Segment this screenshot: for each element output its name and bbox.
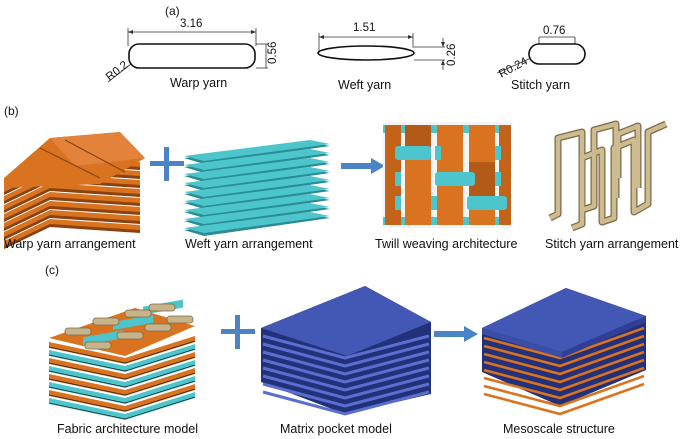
twill-weaving-image (383, 122, 511, 228)
panel-label-b: (b) (4, 104, 19, 118)
warp-width-dim: 3.16 (180, 18, 203, 30)
weft-yarn-label: Weft yarn (338, 78, 392, 92)
weft-width-dim: 1.51 (353, 22, 376, 34)
warp-yarn-label: Warp yarn (170, 76, 228, 90)
caption-matrix-pocket: Matrix pocket model (280, 422, 392, 436)
stitch-yarn-label: Stitch yarn (511, 78, 571, 92)
caption-fabric-architecture: Fabric architecture model (57, 422, 199, 436)
caption-stitch-arrangement: Stitch yarn arrangement (545, 237, 679, 251)
matrix-pocket-image (261, 286, 431, 416)
plus-operator-c (221, 315, 255, 349)
warp-yarn-cross-section (107, 28, 268, 83)
caption-warp-arrangement: Warp yarn arrangement (4, 237, 136, 251)
mesoscale-structure-image (482, 288, 646, 416)
plus-operator-b (150, 147, 184, 181)
arrow-operator-b (341, 158, 385, 174)
warp-yarn-arrangement-image (4, 132, 145, 249)
caption-weft-arrangement: Weft yarn arrangement (185, 237, 313, 251)
stitch-width-dim: 0.76 (543, 25, 566, 37)
arrow-operator-c (434, 326, 478, 342)
stitch-yarn-cross-section (496, 36, 586, 74)
caption-twill-weaving: Twill weaving architecture (375, 237, 518, 251)
caption-mesoscale-structure: Mesoscale structure (503, 422, 615, 436)
weft-yarn-arrangement-image (184, 140, 330, 236)
stitch-yarn-arrangement-image (548, 120, 668, 232)
weft-yarn-cross-section (317, 33, 445, 70)
panel-label-a: (a) (165, 4, 180, 18)
panel-label-c: (c) (45, 263, 59, 277)
fabric-architecture-image (48, 299, 196, 420)
